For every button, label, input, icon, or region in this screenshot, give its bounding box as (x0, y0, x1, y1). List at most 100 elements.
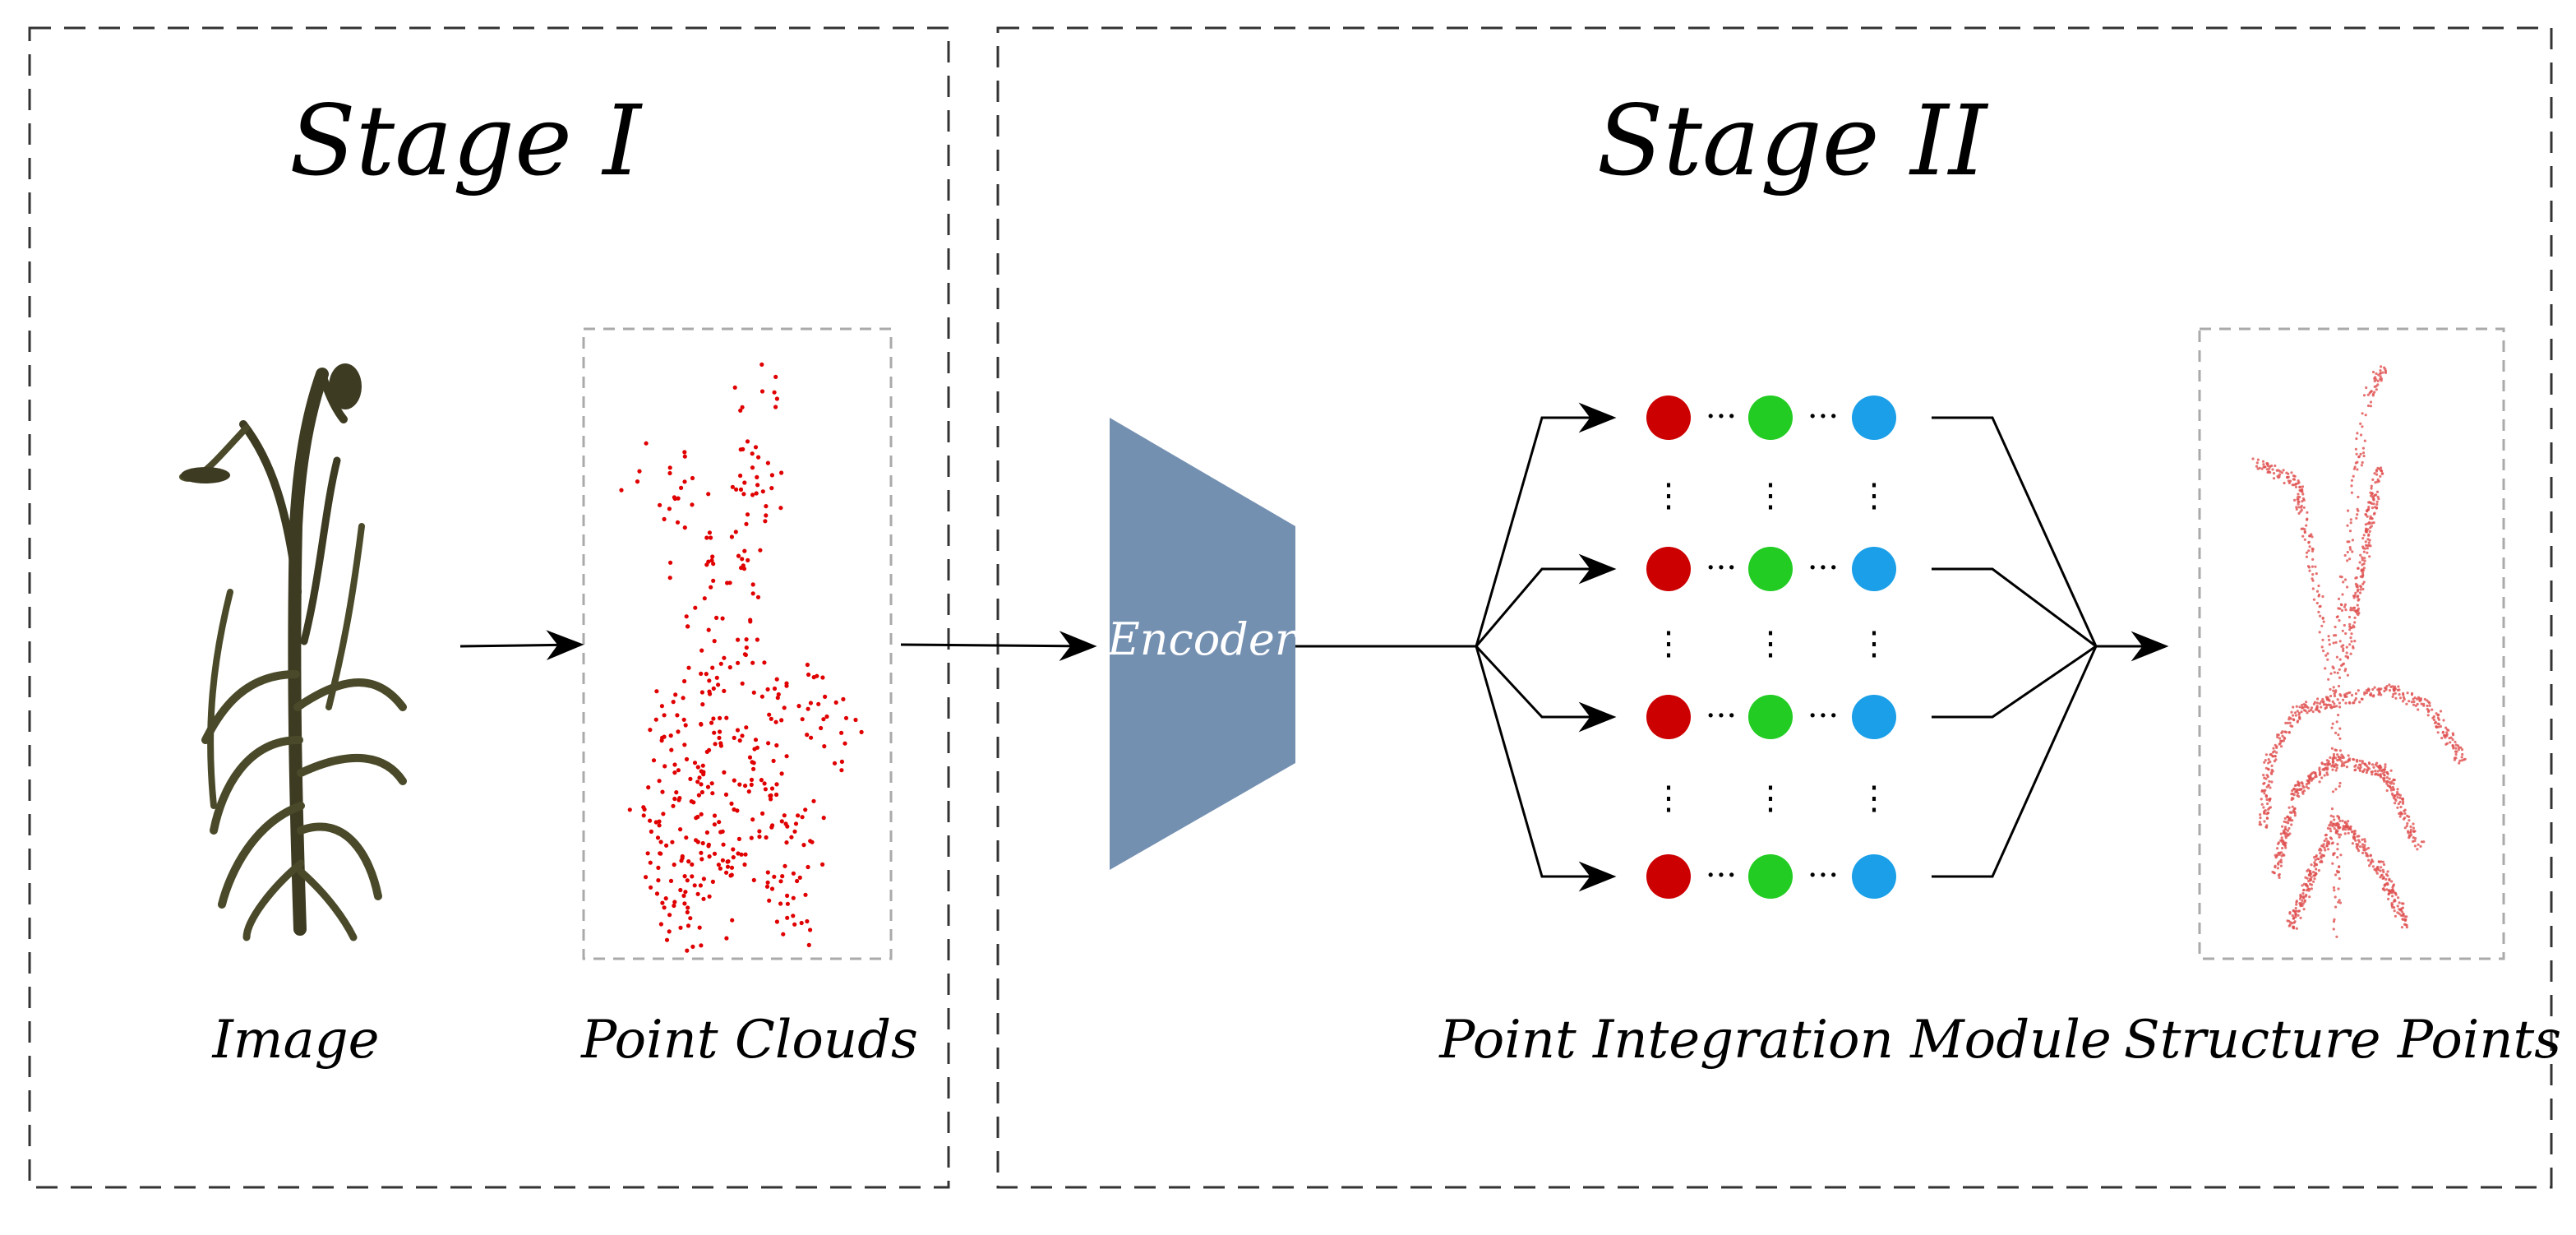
structure-point-1216 (2353, 621, 2357, 624)
structure-point-603 (2311, 565, 2314, 568)
structure-point-1023 (2344, 668, 2347, 671)
structure-point-1050 (2416, 697, 2419, 701)
structure-point-1468 (2305, 785, 2308, 789)
cloud-point-118 (782, 705, 787, 710)
structure-point-1072 (2336, 856, 2339, 859)
cloud-point-121 (664, 843, 669, 848)
cloud-point-349 (645, 851, 650, 856)
structure-point-1322 (2368, 391, 2371, 395)
cloud-point-219 (686, 665, 691, 670)
cloud-point-273 (742, 480, 747, 485)
structure-point-1294 (2281, 846, 2284, 850)
structure-point-791 (2359, 553, 2362, 557)
structure-point-553 (2322, 703, 2326, 706)
cloud-point-87 (759, 389, 765, 394)
cloud-point-368 (769, 716, 773, 721)
structure-point-123 (2359, 588, 2362, 591)
structure-point-1320 (2315, 590, 2320, 593)
structure-point-615 (2342, 698, 2345, 701)
structure-point-656 (2366, 538, 2370, 541)
cloud-point-93 (667, 465, 672, 470)
cloud-point-216 (667, 470, 672, 476)
cloud-point-162 (717, 820, 722, 825)
structure-point-690 (2332, 927, 2335, 931)
structure-point-1119 (2422, 840, 2426, 844)
structure-point-279 (2323, 774, 2326, 777)
cloud-point-109 (729, 534, 735, 539)
structure-point-1437 (2380, 466, 2383, 469)
structure-point-360 (2363, 439, 2366, 442)
structure-point-516 (2273, 871, 2276, 874)
structure-point-368 (2442, 719, 2445, 722)
structure-point-1529 (2381, 887, 2384, 890)
structure-point-731 (2371, 502, 2374, 506)
structure-point-519 (2347, 754, 2350, 757)
ellipsis-v-1-red: ⋮ (1652, 477, 1685, 515)
structure-point-989 (2345, 766, 2348, 769)
structure-point-1057 (2301, 485, 2305, 488)
structure-point-875 (2403, 697, 2406, 701)
cloud-point-124 (738, 408, 743, 413)
cloud-point-192 (797, 875, 802, 880)
structure-point-237 (2291, 724, 2294, 729)
structure-point-1040 (2287, 475, 2290, 479)
structure-point-718 (2409, 828, 2412, 831)
structure-point-1368 (2305, 783, 2308, 786)
structure-point-804 (2375, 500, 2379, 503)
structure-point-238 (2379, 369, 2382, 372)
cloud-point-89 (685, 878, 690, 883)
stage-2-title: Stage II (1597, 84, 1989, 197)
cloud-point-280 (811, 675, 816, 680)
structure-point-873 (2290, 793, 2293, 796)
structure-point-300 (2259, 816, 2262, 820)
structure-point-1067 (2306, 511, 2309, 514)
cloud-point-170 (682, 678, 687, 684)
structure-point-777 (2407, 830, 2410, 833)
structure-point-1241 (2302, 498, 2306, 502)
structure-point-1092 (2385, 782, 2389, 785)
structure-point-156 (2336, 843, 2339, 846)
structure-point-277 (2451, 738, 2454, 742)
structure-point-583 (2416, 848, 2419, 851)
structure-point-255 (2301, 899, 2304, 902)
structure-point-271 (2276, 735, 2279, 739)
structure-point-1572 (2335, 869, 2339, 872)
structure-point-879 (2371, 770, 2374, 774)
ellipsis-h-4a: ··· (1706, 857, 1737, 895)
cloud-point-123 (672, 762, 677, 767)
structure-point-811 (2380, 874, 2383, 877)
cloud-point-80 (774, 782, 779, 787)
structure-point-291 (2412, 822, 2415, 826)
structure-point-1577 (2437, 718, 2440, 721)
cloud-point-98 (774, 677, 779, 682)
point-cloud-box (582, 327, 893, 960)
cloud-point-371 (712, 822, 718, 827)
structure-point-352 (2295, 705, 2298, 708)
structure-point-267 (2291, 922, 2294, 925)
structure-point-1392 (2374, 763, 2377, 766)
cloud-point-60 (699, 850, 704, 855)
structure-point-92 (2354, 447, 2357, 451)
cloud-point-55 (765, 870, 770, 875)
structure-point-1230 (2431, 716, 2435, 719)
structure-point-1365 (2348, 701, 2352, 705)
structure-point-998 (2364, 547, 2367, 550)
structure-point-1490 (2338, 835, 2341, 839)
structure-point-1457 (2306, 869, 2309, 872)
structure-point-1349 (2342, 825, 2345, 828)
structure-point-85 (2358, 845, 2362, 849)
structure-point-616 (2370, 525, 2373, 528)
cloud-point-41 (755, 474, 759, 480)
structure-point-1470 (2361, 574, 2364, 578)
fan-out-arrow-row-1 (1475, 402, 1617, 647)
cloud-point-9 (805, 662, 810, 668)
structure-point-775 (2320, 705, 2323, 709)
structure-point-406 (2332, 815, 2335, 818)
cloud-point-285 (697, 775, 702, 780)
fan-in-line-row-2 (1932, 567, 2097, 648)
structure-point-1154 (2400, 910, 2404, 914)
structure-point-1176 (2381, 768, 2384, 771)
structure-point-1381 (2333, 764, 2336, 768)
structure-point-1098 (2309, 882, 2312, 886)
cloud-point-345 (721, 842, 726, 847)
